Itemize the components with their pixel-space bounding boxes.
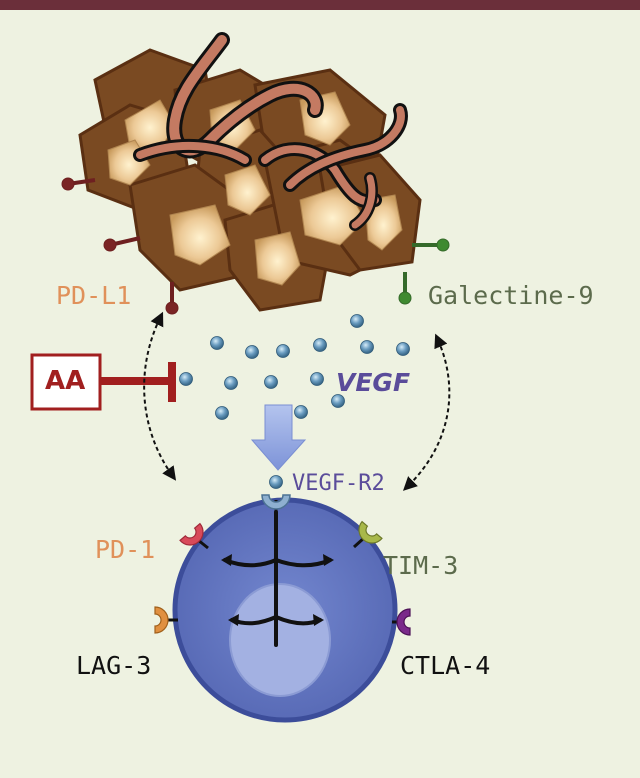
ctla-4-receptor-icon (392, 608, 411, 636)
vegf-r2-receptor-icon (261, 475, 291, 512)
galectine-9-ligand-icons (398, 238, 450, 305)
vegf-flow-arrow-icon (250, 404, 307, 471)
dashed-interaction-arrow-icon (143, 311, 451, 491)
aa-label: AA (45, 366, 86, 396)
lag-3-label: LAG-3 (76, 651, 152, 680)
lag-3-receptor-icon (154, 606, 178, 634)
pd-1-receptor-icon (179, 522, 209, 550)
tim-3-label: TIM-3 (383, 551, 459, 580)
galectine-9-label: Galectine-9 (428, 281, 594, 310)
t-cell-icon (172, 497, 398, 723)
pd-1-label: PD-1 (95, 535, 156, 564)
pd-l1-label: PD-L1 (56, 281, 132, 310)
top-bar (0, 0, 640, 10)
vegf-particle-icon (179, 314, 410, 462)
blood-vessel-icon (133, 32, 408, 231)
pd-l1-ligand-icons (61, 177, 179, 315)
tim-3-receptor-icon (352, 520, 383, 549)
vegf-label: VEGF (336, 368, 411, 397)
ctla-4-label: CTLA-4 (400, 651, 491, 680)
vegf-r2-label: VEGF-R2 (292, 471, 385, 496)
